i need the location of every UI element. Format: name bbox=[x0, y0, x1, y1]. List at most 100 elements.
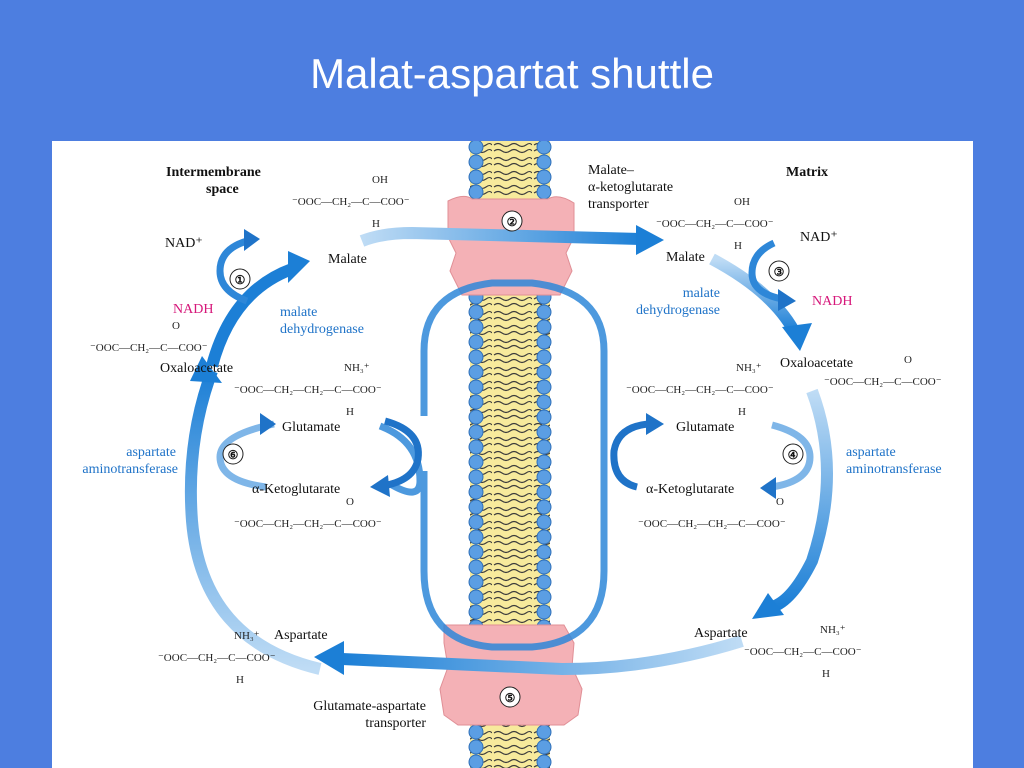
glutamate-left-formula-bottom: H bbox=[346, 406, 354, 418]
akg-to-glutamate-arrowhead-right bbox=[646, 413, 664, 435]
glutamate-right-formula-bottom: H bbox=[738, 406, 746, 418]
phospholipid-head bbox=[468, 364, 484, 380]
phospholipid-head bbox=[536, 349, 552, 365]
malate-right-formula: ⁻OOC—CH₂—C—COO⁻ bbox=[656, 218, 774, 230]
malate-akg-transporter-protein bbox=[447, 195, 575, 296]
glutamate-left-formula: ⁻OOC—CH₂—CH₂—C—COO⁻ bbox=[234, 384, 382, 396]
phospholipid-head bbox=[536, 604, 552, 620]
inner-loop-arrow bbox=[378, 279, 608, 651]
akg-left-formula-top: O bbox=[346, 496, 354, 508]
phospholipid-head bbox=[536, 141, 552, 155]
malate-left-formula-bottom: H bbox=[372, 218, 380, 230]
phospholipid-head bbox=[536, 589, 552, 605]
left-cycle-arrowhead-oxaloacetate bbox=[190, 356, 222, 383]
akg-right-formula-top: O bbox=[776, 496, 784, 508]
right-cycle-arrow-lower bbox=[769, 388, 833, 613]
phospholipid-head bbox=[536, 544, 552, 560]
phospholipid-head bbox=[536, 364, 552, 380]
oxaloacetate-right-formula-top: O bbox=[904, 354, 912, 366]
malate-right-formula-top: OH bbox=[734, 196, 750, 208]
nad-loop-right-arrowhead bbox=[778, 289, 796, 311]
phospholipid-head bbox=[536, 484, 552, 500]
right-cycle-arrowhead-oxaloacetate bbox=[782, 323, 812, 351]
akg-right-formula: ⁻OOC—CH₂—CH₂—C—COO⁻ bbox=[638, 518, 786, 530]
phospholipid-head bbox=[536, 184, 552, 200]
malate-left-formula-top: OH bbox=[372, 174, 388, 186]
phospholipid-head bbox=[536, 424, 552, 440]
oxaloacetate-to-malate-arrowhead bbox=[288, 251, 310, 283]
aminotransferase-right-2: aminotransferase bbox=[846, 462, 942, 477]
oxaloacetate-right: Oxaloacetate bbox=[780, 356, 853, 371]
nad-right: NAD⁺ bbox=[800, 230, 838, 245]
phospholipid-head bbox=[468, 739, 484, 755]
aspartate-transport-arrowhead bbox=[314, 641, 344, 675]
step-5-label: ⑤ bbox=[505, 691, 516, 705]
malate-transporter-label-3: transporter bbox=[588, 197, 649, 212]
phospholipid-head bbox=[468, 154, 484, 170]
aspartate-transport-arrow bbox=[341, 635, 744, 676]
malate-right-formula-bottom: H bbox=[734, 240, 742, 252]
glutamate-right-formula: ⁻OOC—CH₂—CH₂—C—COO⁻ bbox=[626, 384, 774, 396]
phospholipid-head bbox=[536, 754, 552, 768]
phospholipid-head bbox=[468, 484, 484, 500]
oxaloacetate-left-formula: ⁻OOC—CH₂—C—COO⁻ bbox=[90, 342, 208, 354]
aspartate-left-formula: ⁻OOC—CH₂—C—COO⁻ bbox=[158, 652, 276, 664]
phospholipid-head bbox=[468, 349, 484, 365]
phospholipid-head bbox=[536, 334, 552, 350]
oxaloacetate-right-formula: ⁻OOC—CH₂—C—COO⁻ bbox=[824, 376, 942, 388]
phospholipid-head bbox=[536, 469, 552, 485]
phospholipid-head bbox=[536, 454, 552, 470]
phospholipid-head bbox=[468, 184, 484, 200]
aspartate-right-formula: ⁻OOC—CH₂—C—COO⁻ bbox=[744, 646, 862, 658]
nadh-right: NADH bbox=[812, 294, 852, 309]
step-3-label: ③ bbox=[774, 265, 785, 279]
aminotransferase-left-2: aminotransferase bbox=[82, 462, 178, 477]
malate-transporter-label-1: Malate– bbox=[588, 163, 635, 178]
phospholipid-head bbox=[536, 739, 552, 755]
glutamate-to-akg-arrowhead-left bbox=[370, 475, 390, 497]
phospholipid-head bbox=[468, 544, 484, 560]
aminotransferase-left-1: aspartate bbox=[126, 445, 176, 460]
phospholipid-head bbox=[468, 514, 484, 530]
akg-to-glutamate-arrow-right bbox=[610, 420, 649, 491]
malate-dehydrogenase-right-1: malate bbox=[683, 286, 720, 301]
phospholipid-head bbox=[468, 559, 484, 575]
aspartate-left-formula-top: NH₃⁺ bbox=[234, 630, 260, 642]
aminotransferase-loop-right-arrowhead bbox=[760, 477, 776, 499]
glutamate-right-formula-top: NH₃⁺ bbox=[736, 362, 762, 374]
phospholipid-head bbox=[468, 334, 484, 350]
phospholipid-head bbox=[468, 394, 484, 410]
nad-loop-right bbox=[748, 239, 783, 303]
malate-left: Malate bbox=[328, 252, 367, 267]
aspartate-left: Aspartate bbox=[274, 628, 328, 643]
phospholipid-head bbox=[468, 724, 484, 740]
phospholipid-head bbox=[468, 604, 484, 620]
phospholipid-head bbox=[536, 439, 552, 455]
step-1-label: ① bbox=[235, 273, 246, 287]
intermembrane-header-line2: space bbox=[206, 182, 239, 197]
glutamate-to-akg-arrow-left bbox=[381, 417, 422, 490]
step-6-label: ⑥ bbox=[228, 448, 239, 462]
aminotransferase-loop-right bbox=[771, 421, 814, 491]
phospholipid-head bbox=[468, 379, 484, 395]
right-cycle-arrowhead-aspartate bbox=[752, 593, 784, 619]
aminotransferase-right-1: aspartate bbox=[846, 445, 896, 460]
nad-loop-left-arrowhead bbox=[244, 229, 260, 251]
phospholipid-head bbox=[468, 169, 484, 185]
phospholipid-head bbox=[536, 529, 552, 545]
malate-left-formula: ⁻OOC—CH₂—C—COO⁻ bbox=[292, 196, 410, 208]
phospholipid-head bbox=[536, 169, 552, 185]
oxaloacetate-left-formula-top: O bbox=[172, 320, 180, 332]
phospholipid-head bbox=[536, 499, 552, 515]
phospholipid-head bbox=[468, 574, 484, 590]
ketoglutarate-right: α-Ketoglutarate bbox=[646, 482, 734, 497]
slide-title: Malat-aspartat shuttle bbox=[310, 50, 714, 97]
phospholipid-head bbox=[536, 154, 552, 170]
aminotransferase-loop-left-arrowhead bbox=[260, 413, 276, 435]
glutamate-right: Glutamate bbox=[676, 420, 734, 435]
aminotransferase-loop-left bbox=[216, 420, 275, 491]
phospholipid-head bbox=[536, 574, 552, 590]
phospholipid-head bbox=[468, 424, 484, 440]
glu-asp-transporter-label-2: transporter bbox=[365, 716, 426, 731]
phospholipid-head bbox=[468, 454, 484, 470]
